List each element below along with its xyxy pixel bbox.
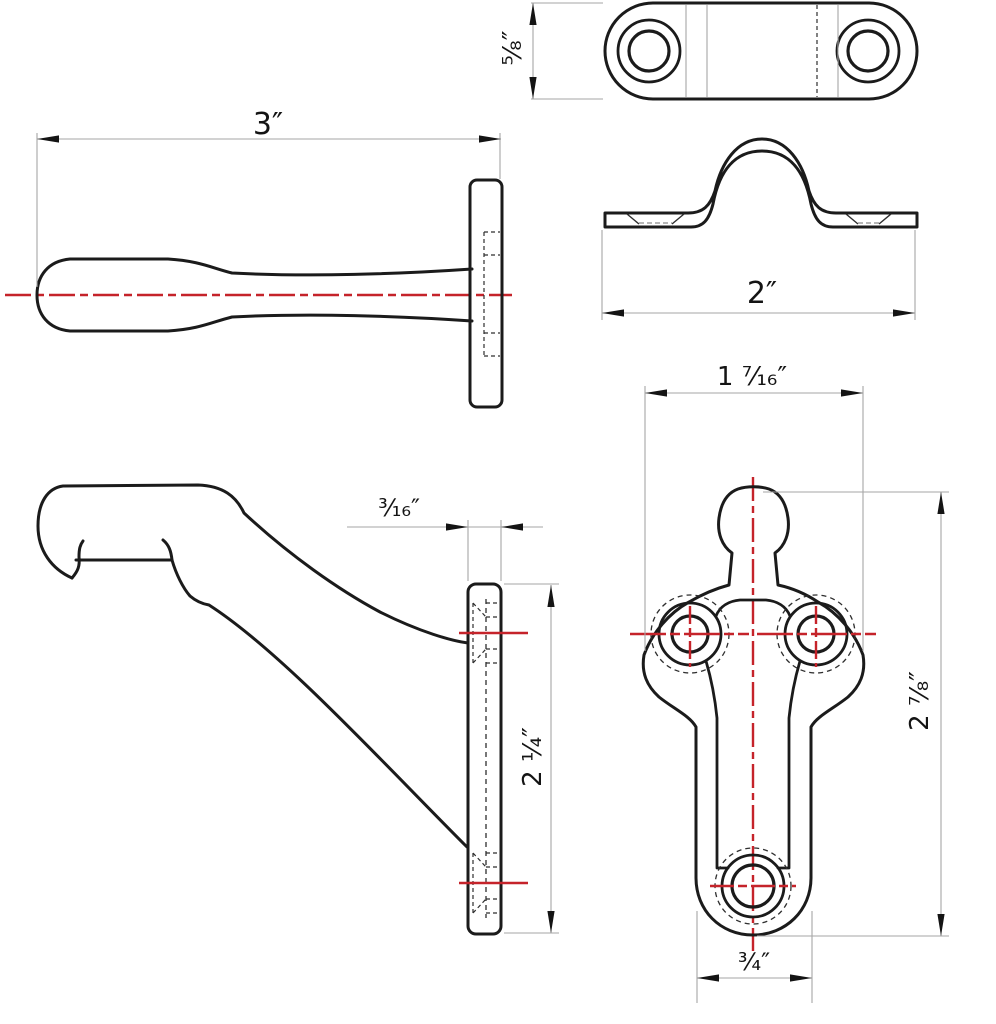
dimension-length: 3″ [36,107,501,287]
stem-inner-edge [776,659,802,870]
dimension-arrow [529,77,537,99]
dimension-overall-height: 2 ⁷⁄₈″ [757,491,949,937]
dimension-plate-height: 2 ¹⁄₄″ [504,583,559,934]
dimension-arrow [547,911,555,933]
view-bracket-side: ³⁄₁₆″ 2 ¹⁄₄″ [36,483,559,936]
dim-label-top-width: 1 ⁷⁄₁₆″ [717,362,787,392]
dimension-arrow [37,135,59,143]
screw-hole [846,29,890,73]
countersink-circle [835,18,901,84]
rail-hook-inner [70,539,85,580]
saddle-plan-outline [603,1,919,101]
view-handle-side: 3″ [5,107,512,409]
dimension-arrow [602,309,624,317]
boss-bridge-line [714,598,792,618]
dim-label-length: 3″ [253,107,283,142]
dimension-arrow [547,585,555,607]
dimension-arrow [893,309,915,317]
dimension-arrow [501,523,523,531]
saddle-lip [161,538,174,562]
countersink-detail [626,213,892,225]
dimension-arrow [937,492,945,514]
handle-outline [35,257,474,333]
mount-plate-edge [466,582,503,936]
arm-lower-outline [170,558,469,849]
dimension-top-width: 1 ⁷⁄₁₆″ [644,362,864,651]
dimension-arrow [697,974,719,982]
saddle-front-outline [603,137,919,229]
hidden-countersink-lines [472,599,500,918]
dimension-arrow [937,914,945,936]
view-saddle-top: ⁵⁄₈″ [498,1,919,101]
dim-label-plate-height: 2 ¹⁄₄″ [518,727,548,787]
screw-hole [627,29,671,73]
bend-tangent-line [685,5,839,97]
stem-inner-edge [704,659,730,870]
dimension-arrow [841,389,863,397]
dimension-width: ⁵⁄₈″ [498,2,603,100]
view-bracket-front: 1 ⁷⁄₁₆″ 2 ⁷⁄₈″ ³⁄₄″ [630,362,949,1003]
mount-plate-edge [468,178,504,409]
view-saddle-front: 2″ [601,137,919,320]
dimension-arrow [446,523,468,531]
dim-label-width: ⁵⁄₈″ [498,30,528,65]
dim-label-overall-height: 2 ⁷⁄₈″ [905,671,935,731]
hidden-hole-lines [483,231,500,357]
countersink-circle [616,18,682,84]
dimension-arrow [529,3,537,25]
dimension-plate-thickness: ³⁄₁₆″ [347,494,543,581]
dim-label-plate-thickness: ³⁄₁₆″ [378,494,420,522]
dimension-arrow [645,389,667,397]
dimension-arrow [479,135,501,143]
dim-label-stem-width: ³⁄₄″ [738,948,770,976]
dimension-stem-width: ³⁄₄″ [696,911,813,1003]
dimension-width: 2″ [601,230,916,320]
dim-label-width: 2″ [747,276,777,311]
dimension-arrow [790,974,812,982]
arm-upper-outline [36,483,470,645]
bracket-front-outline [641,485,866,937]
hole-crosshairs [630,606,876,888]
